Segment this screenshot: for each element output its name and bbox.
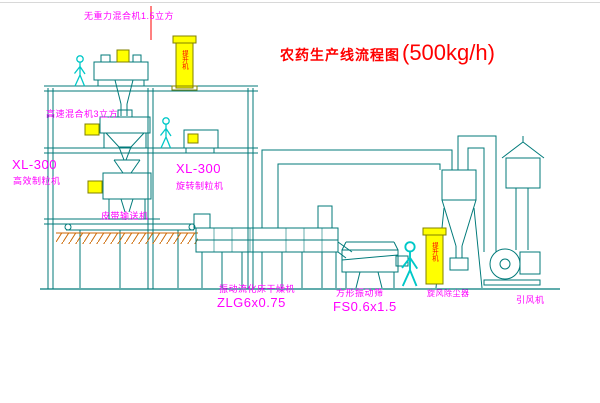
- bucket-elevator-2: [422, 227, 447, 285]
- bucket-elevator-1: [171, 35, 198, 91]
- person-figure: [159, 117, 172, 149]
- top-border: [0, 2, 600, 3]
- diagram-title: 农药生产线流程图 (500kg/h): [280, 40, 495, 66]
- label-fan: 引风机: [516, 295, 545, 305]
- title-capacity: (500kg/h): [402, 40, 495, 65]
- fluid-bed-dryer: [193, 205, 353, 288]
- person-figure: [401, 241, 419, 287]
- label-granulator-mid-model: XL-300: [176, 161, 221, 176]
- label-second-floor-mixer: 高速混合机3立方: [46, 109, 119, 119]
- label-elevator-top: 提升机: [180, 50, 188, 70]
- duct-work: [261, 135, 497, 252]
- gravity-mixer: [93, 49, 149, 116]
- induced-draft-fan: [483, 248, 541, 286]
- label-granulator-left-model: XL-300: [12, 157, 57, 172]
- person-figure: [73, 55, 86, 87]
- label-screen-name: 方形振动筛: [336, 288, 384, 298]
- label-belt-conveyor: 皮带输送机: [101, 211, 149, 221]
- granulator-left: [87, 159, 152, 219]
- ground-hatch: [56, 233, 198, 244]
- label-dryer-name: 振动流化床干燥机: [219, 284, 296, 294]
- label-cyclone: 旋风除尘器: [427, 289, 470, 298]
- exhaust-stack: [501, 136, 545, 250]
- vibrating-screen: [341, 241, 409, 289]
- building-structure: [40, 85, 560, 290]
- label-granulator-left-name: 高效制粒机: [13, 176, 61, 186]
- title-text: 农药生产线流程图: [280, 47, 400, 63]
- granulator-mid: [183, 129, 219, 153]
- label-elevator-right: 提升机: [430, 242, 438, 262]
- high-speed-mixer: [84, 109, 151, 161]
- label-top-mixer: 无重力混合机1.5立方: [84, 11, 175, 21]
- belt-conveyor: [56, 223, 198, 288]
- label-screen-model: FS0.6x1.5: [333, 299, 397, 314]
- label-dryer-model: ZLG6x0.75: [217, 295, 286, 310]
- label-granulator-mid-name: 旋转制粒机: [176, 181, 224, 191]
